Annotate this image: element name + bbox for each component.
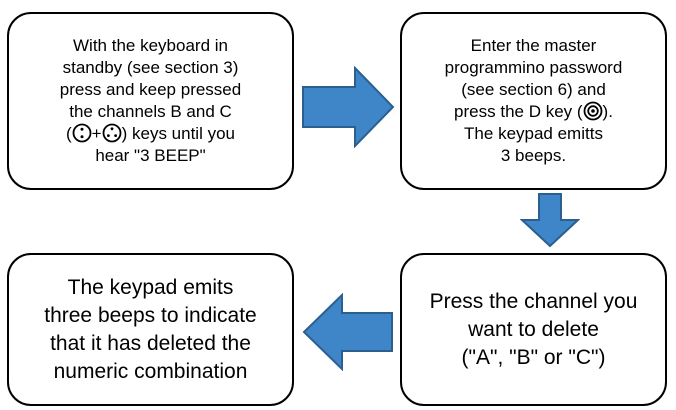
step-2-line-4-pre: press the D key ( bbox=[454, 102, 583, 121]
step-4-line-1: The keypad emits bbox=[67, 275, 234, 299]
step-2-box: Enter the master programmino password (s… bbox=[400, 12, 667, 190]
step-1-line-5-post: ) keys until you bbox=[121, 124, 235, 143]
channel-b-key-icon bbox=[72, 123, 92, 143]
step-1-line-1: With the keyboard in bbox=[73, 36, 228, 55]
step-1-line-4: the channels B and C bbox=[69, 102, 232, 121]
arrow-left-icon bbox=[302, 293, 393, 371]
step-1-line-5-plus: + bbox=[91, 124, 102, 143]
step-3-line-1: Press the channel you bbox=[429, 289, 638, 313]
step-1-line-2: standby (see section 3) bbox=[62, 58, 239, 77]
step-3-box: Press the channel you want to delete ("A… bbox=[400, 253, 667, 406]
step-1-line-3: press and keep pressed bbox=[59, 80, 242, 99]
step-2-line-3: (see section 6) and bbox=[461, 80, 606, 99]
step-3-line-3: ("A", "B" or "C") bbox=[461, 345, 606, 369]
step-1-text: With the keyboard in standby (see sectio… bbox=[23, 35, 278, 167]
step-2-line-6: 3 beeps. bbox=[500, 146, 567, 165]
channel-c-key-icon bbox=[102, 123, 122, 143]
step-4-line-3: that it has deleted the bbox=[50, 331, 251, 355]
channel-d-key-icon bbox=[583, 101, 602, 121]
step-2-text: Enter the master programmino password (s… bbox=[416, 35, 651, 167]
arrow-down-icon bbox=[520, 193, 580, 248]
step-4-text: The keypad emits three beeps to indicate… bbox=[26, 274, 276, 386]
step-2-line-4-post: ). bbox=[602, 102, 613, 121]
step-4-box: The keypad emits three beeps to indicate… bbox=[7, 253, 294, 406]
step-3-text: Press the channel you want to delete ("A… bbox=[414, 288, 654, 372]
step-2-line-1: Enter the master bbox=[470, 36, 597, 55]
step-2-line-2: programmino password bbox=[444, 58, 623, 77]
step-1-line-6: hear "3 BEEP" bbox=[95, 146, 206, 165]
arrow-right-icon bbox=[302, 66, 395, 148]
step-1-box: With the keyboard in standby (see sectio… bbox=[7, 12, 294, 190]
step-3-line-2: want to delete bbox=[468, 317, 599, 341]
step-2-line-5: The keypad emitts bbox=[464, 124, 603, 143]
step-4-line-4: numeric combination bbox=[53, 359, 248, 383]
step-1-line-5-pre: ( bbox=[66, 124, 72, 143]
step-4-line-2: three beeps to indicate bbox=[44, 303, 257, 327]
